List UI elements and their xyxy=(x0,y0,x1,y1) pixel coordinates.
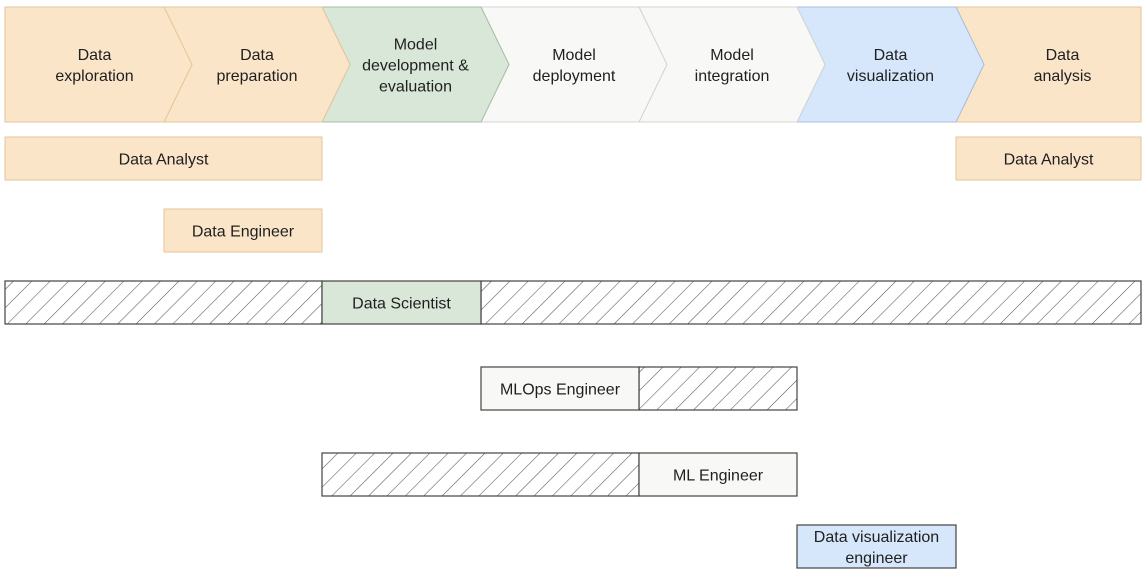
stage-chevron xyxy=(4,6,193,123)
role-data-analyst-left: Data Analyst xyxy=(4,136,323,181)
role-label: Data visualization xyxy=(814,529,939,546)
role-primary-span xyxy=(955,136,1142,181)
role-primary-span xyxy=(4,136,323,181)
stage-model-deployment: Model deployment xyxy=(480,6,668,123)
stage-label-line: Model xyxy=(710,47,754,64)
role-primary-span xyxy=(638,452,798,497)
role-primary-span xyxy=(796,524,957,569)
stage-model-integration: Model integration xyxy=(638,6,826,123)
stage-label-line: Data xyxy=(1046,47,1080,64)
role-primary-span xyxy=(480,366,640,411)
role-data-scientist: Data Scientist xyxy=(4,280,1142,325)
stage-label-line: evaluation xyxy=(379,79,452,96)
stage-data-analysis: Data analysis xyxy=(955,6,1142,123)
role-optional-span xyxy=(4,280,323,325)
role-data-analyst-right: Data Analyst xyxy=(955,136,1142,181)
role-label: engineer xyxy=(845,550,908,567)
stage-label-line: integration xyxy=(695,68,770,85)
stage-label-line: Data xyxy=(78,47,112,64)
stage-label-line: Model xyxy=(394,37,438,54)
stage-data-preparation: Data preparation xyxy=(163,6,351,123)
stage-data-visualization: Data visualization xyxy=(796,6,985,123)
stage-label-line: deployment xyxy=(533,68,616,85)
stage-label-line: analysis xyxy=(1034,68,1092,85)
role-optional-span xyxy=(638,366,798,411)
role-data-engineer: Data Engineer xyxy=(163,208,323,253)
stage-label-line: Data xyxy=(874,47,908,64)
stage-data-exploration: Data exploration xyxy=(4,6,193,123)
role-mlops-engineer: MLOps Engineer xyxy=(480,366,798,411)
role-label: MLOps Engineer xyxy=(500,382,621,399)
role-optional-span xyxy=(321,452,640,497)
role-label: Data Engineer xyxy=(192,224,295,241)
role-primary-span xyxy=(321,280,482,325)
stage-model-development-evaluation: Model development & evaluation xyxy=(321,6,510,123)
stage-label-line: Model xyxy=(552,47,596,64)
workflow-stages: Data analysis Data visualization Model integr… xyxy=(4,6,1142,123)
role-label: Data Analyst xyxy=(1004,152,1094,169)
stage-label-line: preparation xyxy=(217,68,298,85)
stage-label-line: Data xyxy=(240,47,274,64)
role-label: Data Analyst xyxy=(119,152,209,169)
stage-label-line: exploration xyxy=(55,68,133,85)
role-label: ML Engineer xyxy=(673,468,764,485)
stage-label-line: visualization xyxy=(847,68,934,85)
role-label: Data Scientist xyxy=(352,296,451,313)
role-ml-engineer: ML Engineer xyxy=(321,452,798,497)
role-primary-span xyxy=(163,208,323,253)
role-data-visualization-engineer: Data visualization engineer xyxy=(796,524,957,569)
stage-label-line: development & xyxy=(362,58,469,75)
role-optional-span xyxy=(480,280,1142,325)
